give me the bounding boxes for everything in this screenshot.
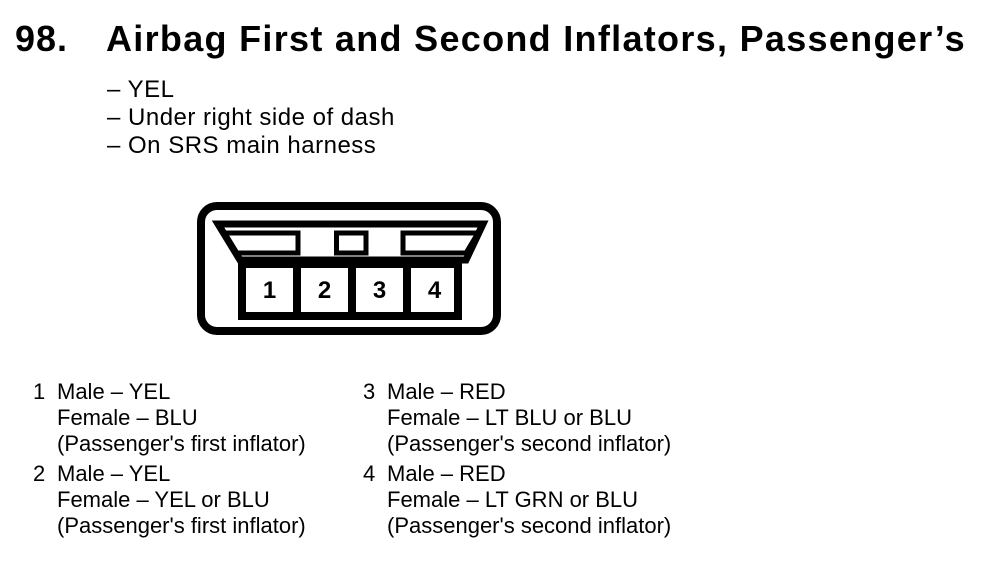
item-number: 98. (15, 18, 69, 59)
pin-description-lines: Male – RED Female – LT BLU or BLU (Passe… (387, 379, 671, 457)
connector-housing (197, 202, 501, 335)
pin-number-1: 1 (263, 277, 276, 304)
pin-description-lines: Male – YEL Female – BLU (Passenger's fir… (57, 379, 306, 457)
pin-function: (Passenger's second inflator) (387, 431, 672, 456)
connector-slot-left (218, 230, 301, 256)
pin-descriptions-right: 3 Male – RED Female – LT BLU or BLU (Pas… (363, 379, 671, 539)
pin-female-wire: Female – YEL or BLU (57, 487, 270, 512)
connector-key-square (334, 230, 369, 256)
pin-number-3: 3 (373, 277, 386, 304)
pin-description-number: 4 (363, 461, 376, 486)
pin-description-3: 3 Male – RED Female – LT BLU or BLU (Pas… (363, 379, 671, 457)
connector-diagram: 1 2 3 4 (197, 202, 501, 335)
pin-descriptions-left: 1 Male – YEL Female – BLU (Passenger's f… (33, 379, 306, 539)
pin-male-wire: Male – RED (387, 379, 506, 404)
pin-female-wire: Female – LT BLU or BLU (387, 405, 632, 430)
pin-function: (Passenger's second inflator) (387, 513, 672, 538)
pin-function: (Passenger's first inflator) (57, 513, 306, 538)
pin-description-number: 1 (33, 379, 46, 404)
page-title: Airbag First and Second Inflators, Passe… (106, 18, 967, 59)
connector-details: – YEL – Under right side of dash – On SR… (107, 76, 395, 160)
pin-male-wire: Male – YEL (57, 379, 171, 404)
pin-male-wire: Male – RED (387, 461, 506, 486)
pin-description-number: 3 (363, 379, 376, 404)
detail-harness: – On SRS main harness (107, 132, 377, 159)
detail-location: – Under right side of dash (107, 104, 395, 131)
pin-description-1: 1 Male – YEL Female – BLU (Passenger's f… (33, 379, 306, 457)
pin-description-4: 4 Male – RED Female – LT GRN or BLU (Pas… (363, 461, 671, 539)
pin-function: (Passenger's first inflator) (57, 431, 306, 456)
pin-description-lines: Male – YEL Female – YEL or BLU (Passenge… (57, 461, 306, 539)
connector-slot-right (400, 230, 483, 256)
pin-female-wire: Female – BLU (57, 405, 198, 430)
pin-description-lines: Male – RED Female – LT GRN or BLU (Passe… (387, 461, 671, 539)
pin-description-number: 2 (33, 461, 46, 486)
pin-description-2: 2 Male – YEL Female – YEL or BLU (Passen… (33, 461, 306, 539)
pin-number-2: 2 (318, 277, 331, 304)
pin-number-4: 4 (428, 277, 442, 304)
pin-male-wire: Male – YEL (57, 461, 171, 486)
pin-female-wire: Female – LT GRN or BLU (387, 487, 639, 512)
detail-wire-color: – YEL (107, 76, 175, 103)
